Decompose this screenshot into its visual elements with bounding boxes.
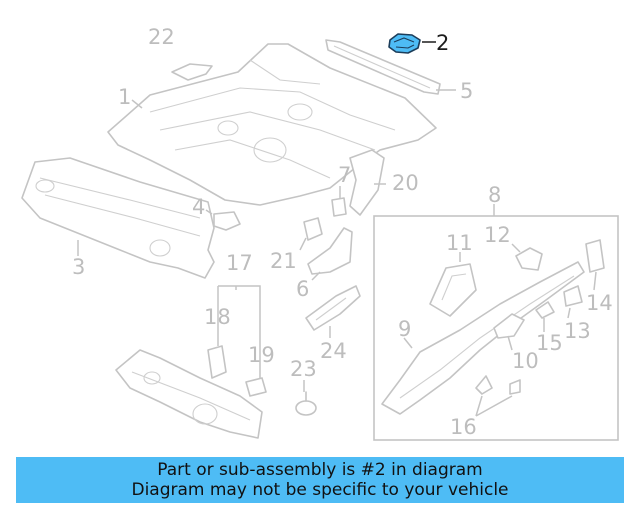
- part-5-cross-rail: [325, 39, 441, 95]
- part-24-rail: [305, 285, 361, 331]
- exploded-parts-diagram: 1 2 3 4 5 6 7 8 9 10 11 12 13 14 15 16 1…: [21, 25, 619, 441]
- part-15-clip: [535, 301, 555, 319]
- callout-14: 14: [586, 291, 613, 315]
- part-7-bracket: [331, 197, 347, 217]
- part-6-bracket: [307, 227, 353, 275]
- sub-assembly-8-frame: [373, 215, 619, 441]
- part-18-bracket: [207, 345, 227, 379]
- callout-18: 18: [204, 305, 231, 329]
- callout-9: 9: [398, 317, 411, 341]
- part-20-reinforcement: [349, 149, 385, 216]
- callout-5: 5: [460, 79, 473, 103]
- banner-line-1: Part or sub-assembly is #2 in diagram: [157, 460, 483, 480]
- callout-15: 15: [536, 331, 563, 355]
- callout-8: 8: [488, 183, 501, 207]
- callout-20: 20: [392, 171, 419, 195]
- part-3-rear-panel: [21, 157, 215, 279]
- part-info-banner: Part or sub-assembly is #2 in diagram Di…: [16, 457, 624, 503]
- callout-4: 4: [192, 195, 205, 219]
- part-23-plug: [295, 391, 317, 416]
- callout-21: 21: [270, 249, 297, 273]
- callout-16: 16: [450, 415, 477, 439]
- callout-11: 11: [446, 231, 473, 255]
- callout-13: 13: [564, 319, 591, 343]
- callout-1: 1: [118, 85, 131, 109]
- callout-24: 24: [320, 339, 347, 363]
- part-11-cover: [429, 263, 477, 317]
- part-21-clip: [303, 217, 323, 241]
- part-14-bracket: [585, 239, 605, 273]
- callout-3: 3: [72, 255, 85, 279]
- callout-7: 7: [338, 163, 351, 187]
- callout-19: 19: [248, 343, 275, 367]
- part-10-bracket: [493, 313, 525, 339]
- callout-23: 23: [290, 357, 317, 381]
- part-9-side-rail: [381, 261, 585, 415]
- banner-line-2: Diagram may not be specific to your vehi…: [131, 480, 509, 500]
- callout-12: 12: [484, 223, 511, 247]
- part-17-assembly: [115, 349, 263, 439]
- callout-22: 22: [148, 25, 175, 49]
- part-22-plug: [171, 63, 213, 81]
- callout-17: 17: [226, 251, 253, 275]
- callout-2: 2: [436, 31, 449, 55]
- part-4-bracket: [213, 211, 241, 231]
- part-13-bracket: [563, 285, 583, 307]
- part-12-bracket: [515, 247, 543, 271]
- part-19-bracket: [245, 377, 267, 397]
- leader-lines: [77, 41, 597, 417]
- part-16-clips: [475, 375, 521, 395]
- callout-10: 10: [512, 349, 539, 373]
- part-2-highlighted: [388, 33, 421, 54]
- callout-6: 6: [296, 277, 309, 301]
